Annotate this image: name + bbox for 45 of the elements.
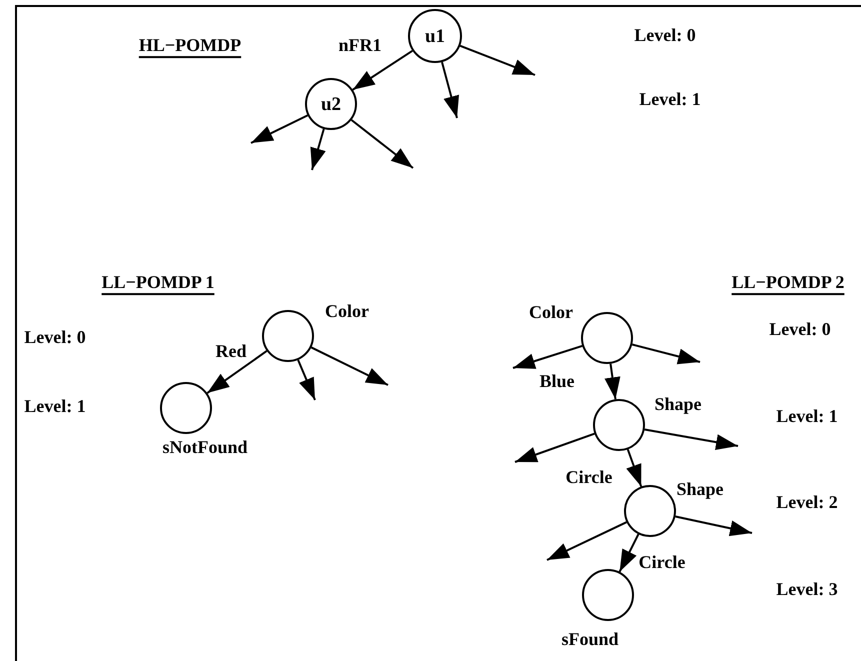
arrow (514, 432, 595, 463)
arrow (297, 360, 316, 400)
arrow (460, 44, 536, 76)
node-caption: Color (325, 302, 369, 322)
level-label: Level: 1 (639, 90, 701, 110)
state-circle (408, 9, 462, 63)
arrow (546, 521, 627, 561)
state-circle (593, 399, 645, 451)
level-label: Level: 1 (24, 397, 86, 417)
level-label: Level: 0 (634, 26, 696, 46)
arrow (206, 350, 268, 394)
node-label: u2 (320, 94, 342, 114)
level-label: Level: 2 (776, 493, 838, 513)
node-caption: Color (529, 303, 573, 323)
arrow (618, 534, 640, 572)
node-caption: sNotFound (162, 438, 248, 458)
state-circle (160, 382, 212, 434)
state-circle (305, 78, 357, 130)
arrow (441, 62, 460, 118)
arrow (644, 428, 738, 450)
node-caption: sFound (561, 630, 619, 650)
level-label: Level: 3 (776, 580, 838, 600)
arrow (310, 346, 388, 386)
arrow (512, 344, 583, 369)
level-label: Level: 0 (24, 328, 86, 348)
arrow (626, 449, 642, 487)
level-label: Level: 1 (776, 407, 838, 427)
section-title: LL−POMDP 1 (102, 273, 214, 293)
node-caption: Shape (654, 395, 702, 415)
arrow (352, 50, 413, 91)
node-caption: Shape (676, 480, 724, 500)
state-circle (262, 310, 314, 362)
arrow (632, 344, 700, 364)
node-label: u1 (424, 26, 446, 46)
arrow (604, 364, 620, 400)
arrow (675, 516, 752, 536)
arrow (250, 114, 308, 144)
section-title: HL−POMDP (138, 36, 242, 56)
arrow (350, 119, 414, 169)
state-circle (581, 312, 633, 364)
state-circle (624, 485, 676, 537)
arrow (310, 128, 326, 170)
state-circle (582, 569, 634, 621)
section-title: LL−POMDP 2 (732, 273, 844, 293)
level-label: Level: 0 (769, 320, 831, 340)
